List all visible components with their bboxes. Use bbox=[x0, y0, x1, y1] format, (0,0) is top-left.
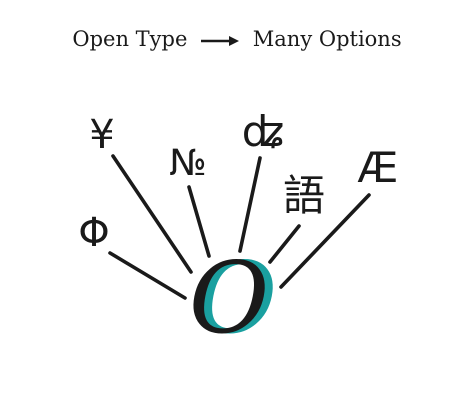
glyph-numero: № bbox=[169, 143, 206, 184]
center-letter-accent-shadow: O bbox=[197, 242, 277, 356]
headline-right-text: Many Options bbox=[252, 27, 402, 51]
headline-left-text: Open Type bbox=[72, 27, 188, 51]
connector-line-cjk bbox=[268, 224, 301, 264]
connector-line-dz bbox=[238, 156, 262, 253]
glyph-yen: ¥ bbox=[89, 112, 114, 158]
connector-line-numero bbox=[187, 185, 211, 258]
glyph-dz-digraph: ʥ bbox=[242, 107, 285, 156]
connector-line-phi bbox=[108, 251, 187, 300]
connector-line-yen bbox=[111, 154, 193, 274]
glyph-cjk-character: 語 bbox=[283, 171, 325, 220]
connector-lines bbox=[108, 154, 371, 300]
glyph-phi: Φ bbox=[78, 210, 109, 256]
connector-line-ae bbox=[279, 193, 371, 289]
center-letter: O bbox=[189, 242, 269, 356]
headline: Open Type Many Options bbox=[0, 24, 474, 54]
right-arrow-icon bbox=[200, 34, 240, 48]
glyph-ae-ligature: Æ bbox=[358, 143, 399, 192]
